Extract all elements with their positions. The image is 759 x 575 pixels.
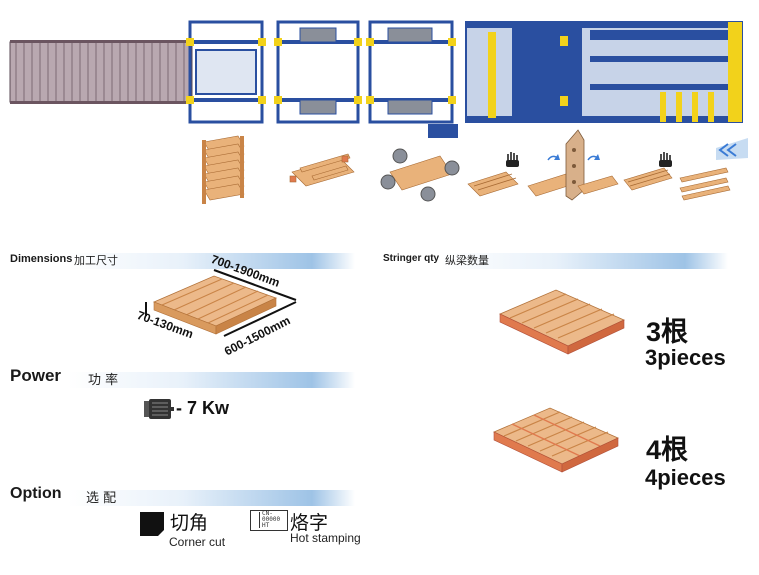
- stamp-line-1: CN-: [262, 510, 273, 517]
- power-value: - 7 Kw: [176, 398, 230, 418]
- hot-stamp-icon: CN- 00000 HT: [250, 510, 288, 531]
- option-banner: Option 选 配: [10, 484, 355, 510]
- machine-station-2: [274, 20, 362, 124]
- option-corner-cut-cn: 切角: [170, 512, 209, 534]
- power-banner: Power 功 率: [10, 366, 355, 392]
- process-step-stringers: [679, 167, 731, 201]
- process-step-flip: [527, 129, 619, 201]
- option-hot-stamp-en: Hot stamping: [290, 531, 361, 545]
- dimensions-label-en: Dimensions: [10, 253, 73, 265]
- hand-icon-2: [659, 152, 672, 167]
- hand-icon: [506, 152, 519, 167]
- stringer-4-count-en: 4pieces: [645, 465, 726, 490]
- option-corner-cut-en: Corner cut: [169, 535, 226, 549]
- stringer-3-count-en: 3pieces: [645, 345, 726, 370]
- process-step-rollers: [380, 148, 460, 202]
- stringer-label-en: Stringer qty: [383, 253, 440, 264]
- stringer-3-count-cn: 3根: [646, 317, 689, 347]
- stringer-4-count-cn: 4根: [646, 435, 689, 465]
- production-line-diagram: [9, 20, 748, 204]
- machine-station-main: [465, 21, 743, 123]
- option-hot-stamp-cn: 烙字: [290, 512, 329, 534]
- rotate-arrow-icon: [547, 154, 600, 161]
- infeed-conveyor: [9, 40, 193, 104]
- dimensions-banner: Dimensions 加工尺寸: [10, 247, 355, 273]
- option-label-en: Option: [10, 485, 62, 502]
- power-label-en: Power: [10, 366, 62, 385]
- machine-station-3: [366, 20, 458, 138]
- pallet-3-stringers: [499, 289, 625, 355]
- process-step-stack: [202, 135, 245, 204]
- stringer-banner: Stringer qty 纵梁数量: [383, 247, 728, 273]
- dimensions-label-cn: 加工尺寸: [74, 254, 118, 267]
- corner-cut-icon: [140, 512, 164, 536]
- option-label-cn: 选 配: [86, 491, 117, 506]
- pallet-dimension-drawing: [145, 269, 297, 337]
- stringer-label-cn: 纵梁数量: [445, 254, 489, 267]
- process-step-assembly: [467, 171, 519, 197]
- process-step-frame: [289, 153, 355, 187]
- motor-icon: [144, 399, 174, 419]
- power-label-cn: 功 率: [88, 373, 119, 388]
- feed-direction-icon: [716, 138, 748, 160]
- pallet-4-stringers: [493, 407, 619, 473]
- process-step-boards: [623, 167, 673, 191]
- stamp-mark-symbol: [253, 512, 260, 528]
- machine-station-1: [186, 20, 266, 124]
- stamp-line-2: 00000: [262, 516, 281, 523]
- stamp-line-3: HT: [262, 522, 270, 529]
